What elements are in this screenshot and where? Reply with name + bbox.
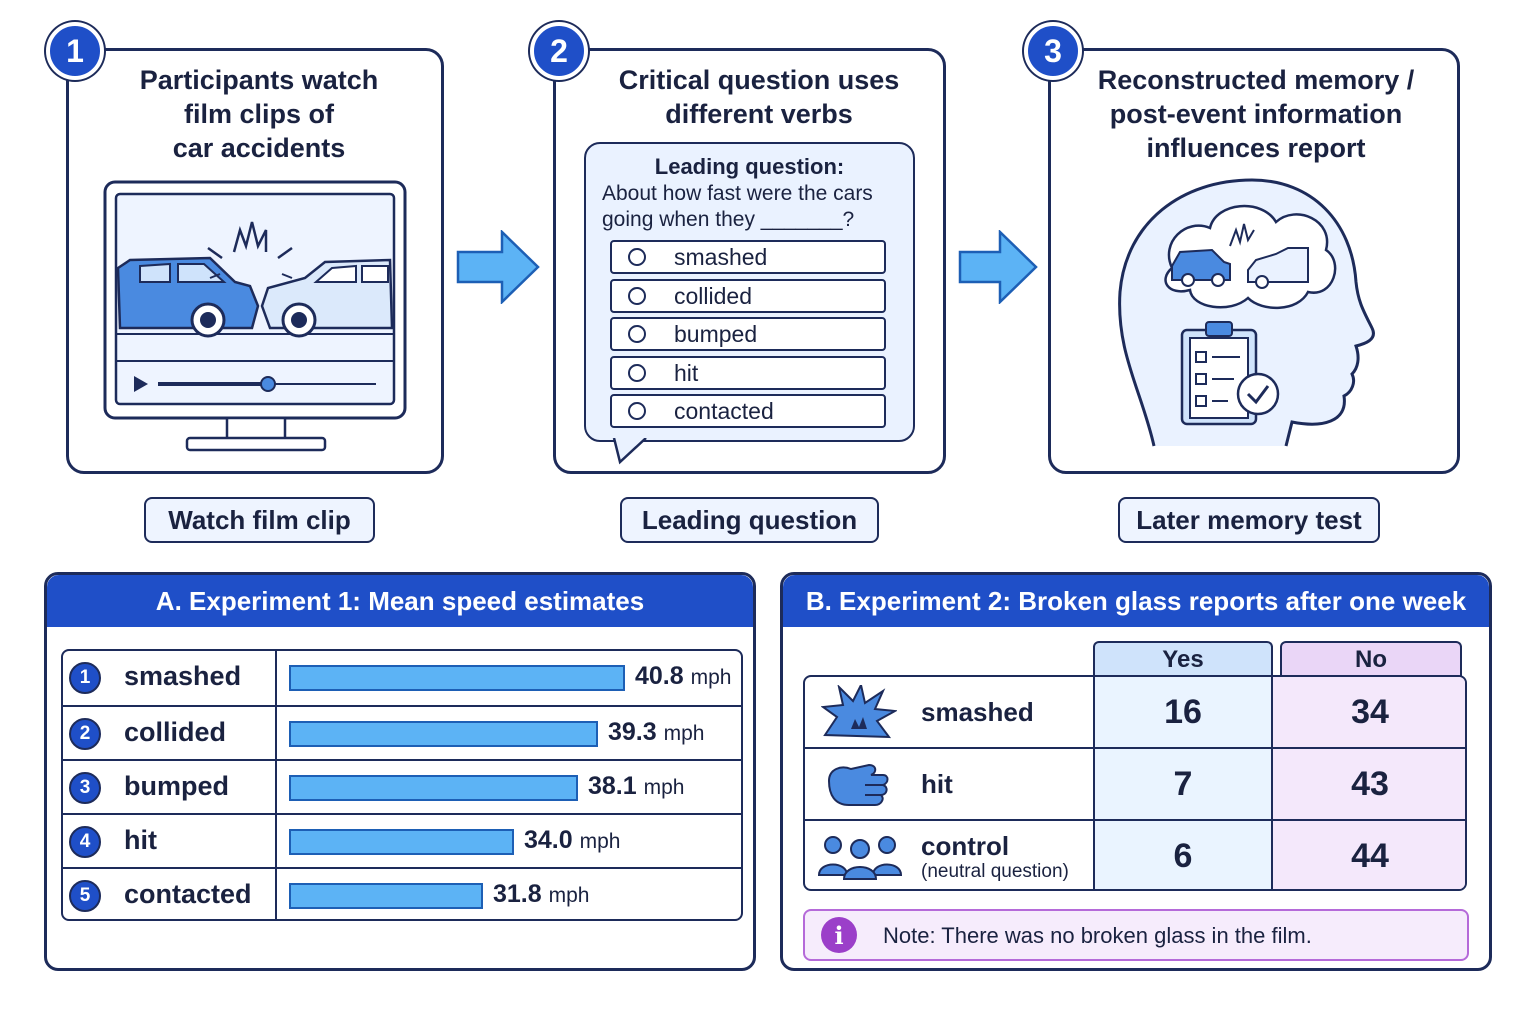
burst-icon	[821, 685, 897, 739]
monitor-illustration	[103, 180, 407, 452]
car-right-icon	[260, 258, 394, 338]
yes-value-control: 6	[1173, 836, 1193, 875]
row-verb-smashed: smashed	[921, 697, 1034, 727]
rank-badge: 5	[69, 880, 101, 912]
arrow-right-icon	[958, 230, 1038, 304]
bar-collided	[289, 721, 598, 747]
note-text: Note: There was no broken glass in the f…	[883, 923, 1312, 948]
bar-value-collided: 39.3 mph	[608, 718, 705, 746]
step-3-badge: 3	[1024, 22, 1082, 80]
no-value-hit: 43	[1351, 764, 1389, 803]
rank-badge: 1	[69, 662, 101, 694]
bar-row-collided: 2 collided 39.3 mph	[63, 705, 741, 759]
radio-icon	[628, 364, 646, 382]
yes-value-hit: 7	[1173, 764, 1193, 803]
bubble-tail	[612, 438, 647, 465]
fist-icon	[827, 763, 889, 806]
option-collided[interactable]: collided	[610, 279, 886, 313]
step-2-badge: 2	[530, 22, 588, 80]
step-3-title: Reconstructed memory /post-event informa…	[1097, 65, 1415, 163]
panel-b-title: B. Experiment 2: Broken glass reports af…	[783, 575, 1489, 627]
question-heading: Leading question:	[654, 154, 845, 179]
rank-badge: 3	[69, 772, 101, 804]
info-icon: i	[821, 917, 857, 953]
bar-row-smashed: 1 smashed 40.8 mph	[63, 651, 741, 705]
bar-smashed	[289, 665, 625, 691]
bar-label-bumped: bumped	[124, 771, 229, 801]
rank-badge: 2	[69, 718, 101, 750]
bar-label-contacted: contacted	[124, 879, 252, 909]
bar-value-bumped: 38.1 mph	[588, 772, 685, 800]
question-text-line-2: going when they _______?	[602, 208, 855, 231]
bar-bumped	[289, 775, 578, 801]
bar-value-hit: 34.0 mph	[524, 826, 621, 854]
later-memory-test-label: Later memory test	[1118, 497, 1380, 543]
bar-row-hit: 4 hit 34.0 mph	[63, 813, 741, 867]
note-box: i Note: There was no broken glass in the…	[803, 909, 1469, 961]
glass-table: smashed 16 34 hit 7 43 control (neutral …	[803, 675, 1467, 891]
question-text-line-1: About how fast were the cars	[602, 182, 873, 205]
people-icon	[817, 836, 903, 880]
step-1-badge: 1	[46, 22, 104, 80]
row-verb-hit: hit	[921, 769, 953, 799]
rank-badge: 4	[69, 826, 101, 858]
clipboard-icon	[1180, 321, 1280, 426]
radio-icon	[628, 248, 646, 266]
option-contacted[interactable]: contacted	[610, 394, 886, 428]
bar-label-hit: hit	[124, 825, 157, 855]
radio-icon	[628, 287, 646, 305]
head-memory-illustration	[1118, 178, 1375, 447]
option-bumped[interactable]: bumped	[610, 317, 886, 351]
no-value-smashed: 34	[1351, 692, 1389, 731]
yes-value-smashed: 16	[1164, 692, 1202, 731]
column-header-no: No	[1280, 641, 1462, 677]
radio-icon	[628, 325, 646, 343]
watch-film-clip-label: Watch film clip	[144, 497, 375, 543]
row-verb-control: control	[921, 831, 1010, 861]
arrow-right-icon	[456, 230, 540, 304]
option-hit[interactable]: hit	[610, 356, 886, 390]
no-value-control: 44	[1351, 836, 1389, 875]
car-left-icon	[116, 256, 260, 338]
radio-icon	[628, 402, 646, 420]
car-blue-icon	[1171, 248, 1231, 287]
question-bubble: Leading question: About how fast were th…	[584, 142, 915, 442]
bar-value-contacted: 31.8 mph	[493, 880, 590, 908]
play-icon	[134, 376, 148, 392]
bar-label-smashed: smashed	[124, 661, 242, 691]
bar-row-bumped: 3 bumped 38.1 mph	[63, 759, 741, 813]
column-header-yes: Yes	[1093, 641, 1273, 677]
speed-bar-chart: 1 smashed 40.8 mph 2 collided 39.3 mph 3 bumped…	[61, 649, 743, 921]
panel-b: B. Experiment 2: Broken glass reports af…	[780, 572, 1492, 971]
bar-contacted	[289, 883, 483, 909]
bar-value-smashed: 40.8 mph	[635, 662, 732, 690]
leading-question-label: Leading question	[620, 497, 879, 543]
bar-row-contacted: 5 contacted 31.8 mph	[63, 867, 741, 919]
bar-label-collided: collided	[124, 717, 227, 747]
panel-a-title: A. Experiment 1: Mean speed estimates	[47, 575, 753, 627]
row-sub-control: (neutral question)	[921, 861, 1069, 882]
option-smashed[interactable]: smashed	[610, 240, 886, 274]
bar-hit	[289, 829, 514, 855]
car-light-icon	[1247, 247, 1309, 289]
